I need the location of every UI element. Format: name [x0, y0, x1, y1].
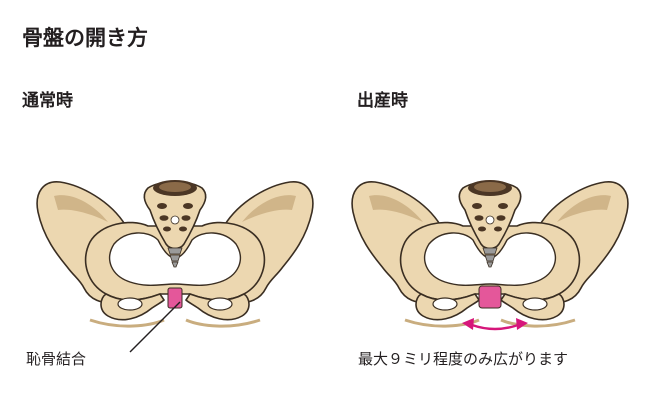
- page-title: 骨盤の開き方: [22, 26, 148, 50]
- panel-label-normal: 通常時: [22, 91, 73, 111]
- pubic-symphysis-label: 恥骨結合: [26, 350, 87, 368]
- widening-note: 最大９ミリ程度のみ広がります: [358, 350, 569, 368]
- pubic-symphysis-widened: [478, 285, 502, 309]
- pubic-symphysis-normal: [167, 287, 183, 309]
- pelvis-normal-diagram: [35, 178, 315, 328]
- pelvis-childbirth-diagram: [350, 178, 630, 328]
- panel-label-childbirth: 出産時: [357, 91, 408, 111]
